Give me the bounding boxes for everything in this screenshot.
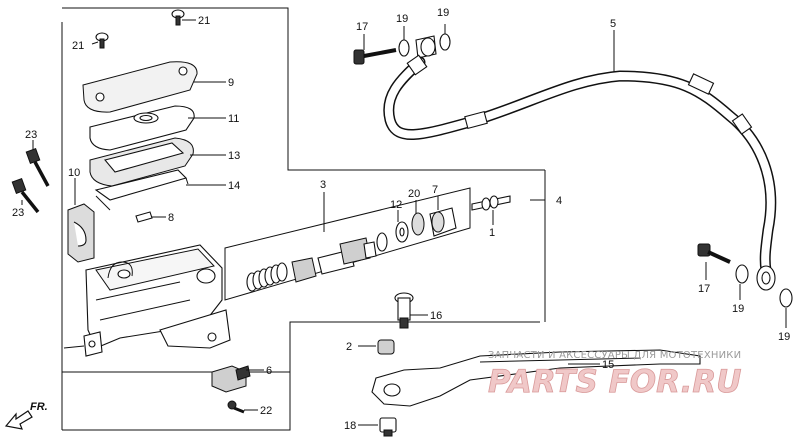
callout-19-lower-a: 19 (732, 303, 744, 315)
callout-10: 10 (68, 167, 80, 179)
callout-4: 4 (556, 195, 562, 207)
holder-clamp (67, 203, 95, 263)
clip (135, 211, 153, 223)
callout-19-upper-b: 19 (437, 7, 449, 19)
callout-6: 6 (266, 365, 272, 377)
watermark-caption: ЗАПЧАСТИ И АКСЕССУАРЫ ДЛЯ МОТОТЕХНИКИ (488, 350, 741, 361)
callout-20: 20 (408, 188, 420, 200)
stop-switch (211, 365, 258, 393)
piston (317, 237, 377, 275)
callout-labels: 21 21 9 11 13 14 8 10 23 23 3 4 1 7 20 1… (12, 7, 790, 432)
callout-3: 3 (320, 179, 326, 191)
clutch-lever (371, 349, 701, 407)
callout-16: 16 (430, 310, 442, 322)
bolt-23-lower (11, 178, 40, 214)
pivot-bolt (394, 292, 414, 329)
watermark: ЗАПЧАСТИ И АКСЕССУАРЫ ДЛЯ МОТОТЕХНИКИ PA… (488, 350, 742, 400)
circlip (395, 221, 409, 243)
banjo-bolt-lower (697, 243, 731, 264)
piston-assembly-box (224, 187, 471, 301)
callout-8: 8 (168, 212, 174, 224)
callout-15: 15 (602, 359, 614, 371)
front-label: FR. (30, 401, 48, 413)
nut (379, 417, 397, 437)
front-direction-marker: FR. (4, 401, 48, 430)
primary-cup (291, 257, 317, 283)
diaphragm (89, 137, 194, 187)
washer-19-lower-a (735, 264, 749, 284)
boot-7 (429, 207, 457, 237)
gasket-plate (94, 169, 189, 211)
washer-19-upper-a (398, 39, 410, 57)
watermark-brand: PARTS FOR.RU (488, 364, 741, 400)
callout-12: 12 (390, 199, 402, 211)
screw-21-left (95, 32, 109, 49)
screw-21-top (171, 9, 185, 26)
washer-19-lower-b (779, 288, 793, 308)
leader-lines (21, 19, 787, 426)
callout-11: 11 (228, 113, 239, 125)
master-cylinder-body (63, 244, 231, 357)
banjo-fitting-upper (415, 35, 437, 59)
callout-17-lower: 17 (698, 283, 710, 295)
callout-21-top: 21 (198, 15, 210, 27)
callout-9: 9 (228, 77, 234, 89)
callout-2: 2 (346, 341, 352, 353)
callout-19-lower-b: 19 (778, 331, 790, 343)
brake-hose (383, 54, 777, 291)
washer-12 (376, 232, 388, 252)
push-rod (471, 195, 511, 211)
callout-14: 14 (228, 180, 240, 192)
callout-21-left: 21 (72, 40, 84, 52)
reservoir-cap (82, 61, 198, 113)
callout-23-upper: 23 (25, 129, 37, 141)
collar (377, 339, 395, 355)
callout-1: 1 (489, 227, 495, 239)
callout-22: 22 (260, 405, 272, 417)
screw-22 (227, 400, 245, 414)
callout-19-upper-a: 19 (396, 13, 408, 25)
callout-23-lower: 23 (12, 207, 24, 219)
callout-7: 7 (432, 184, 438, 196)
bolt-23-upper (25, 148, 50, 187)
banjo-bolt-upper (353, 48, 397, 65)
boot-20 (411, 212, 425, 236)
callout-5: 5 (610, 18, 616, 30)
front-arrow-icon (4, 410, 33, 430)
diaphragm-plate (89, 105, 195, 151)
callout-17-upper: 17 (356, 21, 368, 33)
spring (246, 262, 288, 292)
callout-13: 13 (228, 150, 240, 162)
callout-18: 18 (344, 420, 356, 432)
washer-19-upper-b (439, 33, 451, 51)
